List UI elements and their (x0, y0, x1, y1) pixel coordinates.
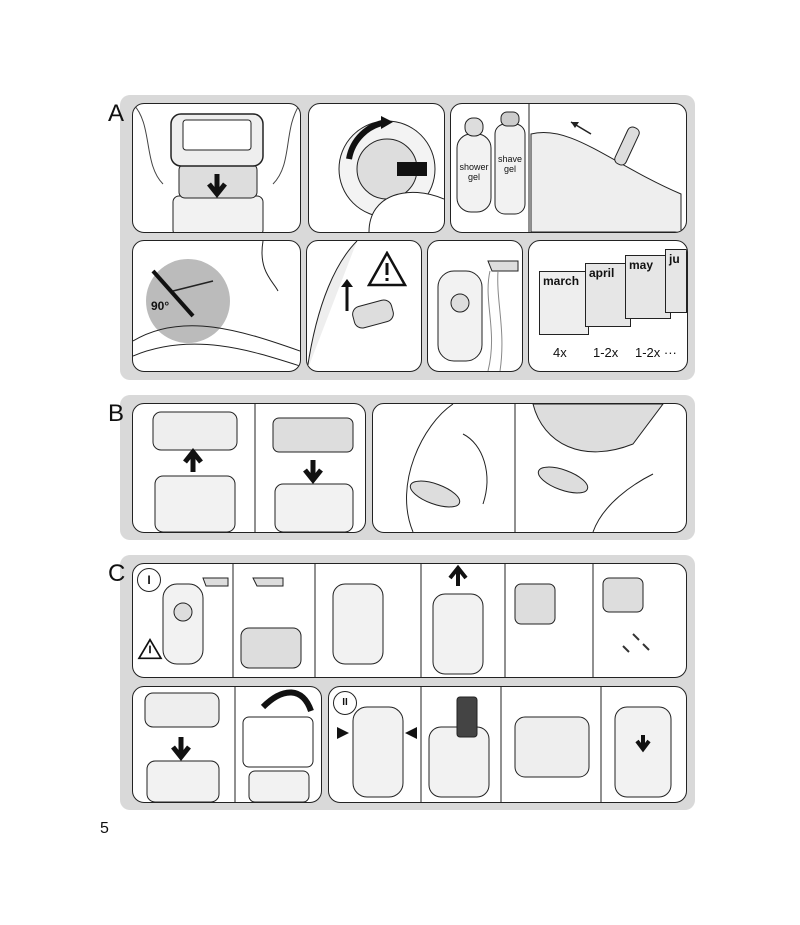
panel-a4-angle: 90° (132, 240, 301, 372)
cleaning-row2b-illustration (337, 687, 672, 802)
panel-a1-remove-cap (132, 103, 301, 233)
month-march: march (543, 274, 580, 288)
section-b-letter: B (108, 400, 125, 427)
warning-illustration (307, 241, 394, 371)
calendar-may: may (625, 255, 671, 319)
panel-c2-cleaning-row2a (132, 686, 322, 803)
month-may: may (629, 258, 654, 272)
face-bikini-illustration (406, 404, 664, 532)
shower-gel-label: shower gel (456, 162, 492, 182)
angle-illustration (133, 241, 300, 367)
panel-c3-cleaning-row2b: II (328, 686, 687, 803)
panel-a5-warning (306, 240, 422, 372)
month-june: ju (669, 252, 680, 266)
gels-leg-illustration (456, 104, 682, 232)
shave-gel-line1: shave (497, 154, 523, 164)
panel-a6-rinse (427, 240, 523, 372)
shower-gel-line1: shower (459, 162, 489, 172)
calendar-june: ju (665, 249, 687, 313)
warning-icon (367, 251, 407, 287)
frequency-may: 1-2x ··· (635, 345, 677, 360)
step-two-badge: II (333, 691, 357, 715)
cleaning-row1-illustration (162, 564, 650, 677)
shower-gel-line2: gel (467, 172, 480, 182)
panel-b2-face-bikini (372, 403, 687, 533)
epilator-cap-illustration (133, 104, 300, 232)
rinse-illustration (437, 260, 519, 371)
shave-gel-line2: gel (503, 164, 516, 174)
panel-a2-switch-on (308, 103, 445, 233)
calendar-march: march (539, 271, 589, 335)
page-number: 5 (100, 820, 109, 837)
frequency-march: 4x (553, 345, 567, 360)
section-a-letter: A (108, 100, 125, 127)
panel-b1-cap-up (132, 403, 366, 533)
calendar-april: april (585, 263, 631, 327)
month-april: april (589, 266, 615, 280)
warning-icon (137, 638, 163, 660)
panel-a3-gels-and-leg: shower gel shave gel (450, 103, 687, 233)
frequency-april: 1-2x (593, 345, 619, 360)
panel-c1-cleaning-row1: I (132, 563, 687, 678)
section-c-letter: C (108, 560, 126, 587)
angle-label: 90° (151, 299, 170, 313)
shave-gel-label: shave gel (495, 154, 525, 174)
dial-illustration (338, 116, 444, 232)
panel-a7-calendar: march april may ju 4x 1-2x 1-2x ··· (528, 240, 688, 372)
step-one-badge: I (137, 568, 161, 592)
cleaning-row2a-illustration (144, 687, 314, 802)
cap-exchange-illustration (152, 404, 354, 532)
